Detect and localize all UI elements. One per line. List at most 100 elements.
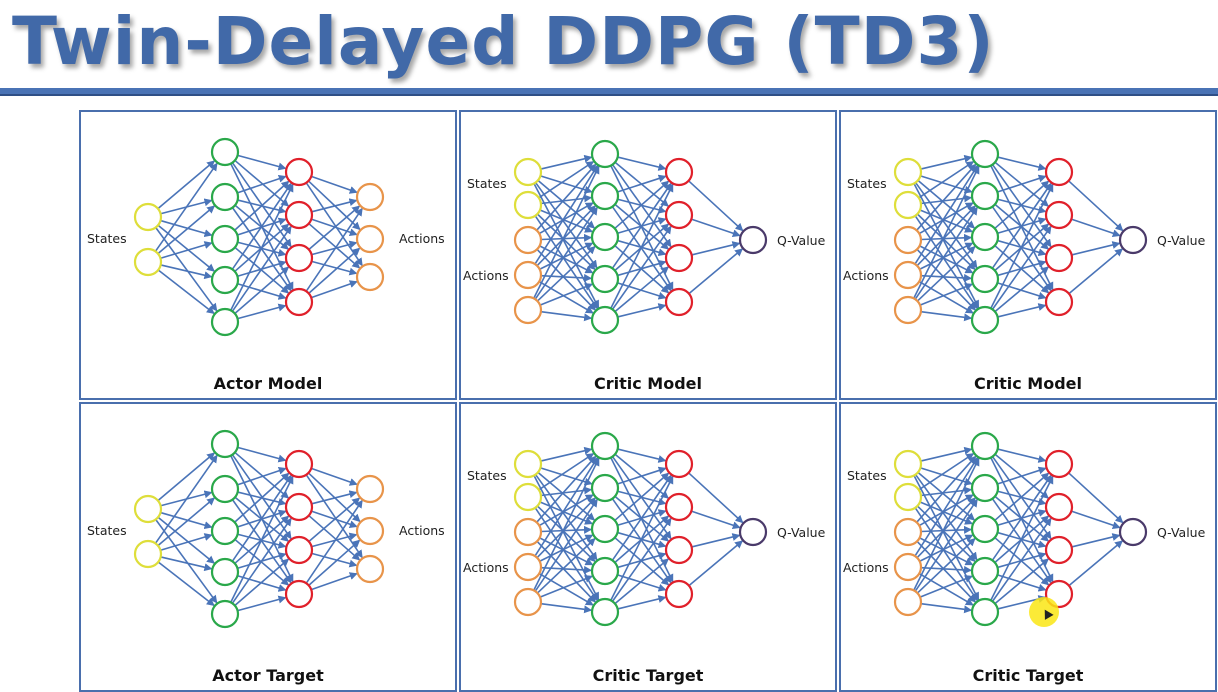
connection-arrow xyxy=(920,525,973,534)
hidden-layer-1-node xyxy=(210,599,240,629)
actions-label: Actions xyxy=(463,560,509,575)
connection-arrow xyxy=(157,224,215,272)
connection-arrow xyxy=(534,474,598,561)
panel-caption: Critic Target xyxy=(592,666,704,685)
hidden-layer-2-node xyxy=(664,157,694,187)
connection-arrow xyxy=(154,454,218,544)
hidden-layer-1-node xyxy=(970,264,1000,294)
hidden-layer-2-node xyxy=(1044,535,1074,565)
q-value-label: Q-Value xyxy=(777,525,826,540)
connection-arrow xyxy=(1071,533,1121,548)
actions-label: Actions xyxy=(399,231,445,246)
connection-arrow xyxy=(307,180,361,231)
connection-arrow xyxy=(311,510,358,529)
connection-arrow xyxy=(688,180,744,232)
connection-arrow xyxy=(617,303,667,318)
state-input-node xyxy=(893,449,923,479)
connection-arrow xyxy=(539,537,594,566)
connection-arrow xyxy=(308,539,361,586)
connection-arrow xyxy=(234,180,290,231)
hidden-layer-1-node xyxy=(210,224,240,254)
connection-arrow xyxy=(540,154,593,170)
connection-arrow xyxy=(918,161,975,199)
connection-arrow xyxy=(237,466,287,486)
connection-arrow xyxy=(916,497,976,559)
hidden-layer-2-node xyxy=(284,449,314,479)
connection-arrow xyxy=(311,240,358,256)
hidden-layer-1-node xyxy=(590,597,620,627)
connection-arrow xyxy=(534,215,598,310)
connection-arrow xyxy=(916,163,977,231)
connection-arrow xyxy=(918,572,974,606)
hidden-layer-1-node xyxy=(210,182,240,212)
action-output-node xyxy=(355,516,385,546)
connection-arrow xyxy=(540,565,593,574)
connection-arrow xyxy=(990,475,1054,601)
state-node xyxy=(133,247,163,277)
hidden-layer-1-node xyxy=(970,473,1000,503)
connection-arrow xyxy=(305,207,363,292)
action-output-node xyxy=(355,554,385,584)
state-input-node xyxy=(893,157,923,187)
hidden-layer-2-node xyxy=(1044,449,1074,479)
connection-arrow xyxy=(997,156,1047,171)
action-output-node xyxy=(355,224,385,254)
connection-arrow xyxy=(997,174,1047,193)
hidden-layer-1-node xyxy=(210,516,240,546)
state-input-node xyxy=(893,482,923,512)
connection-arrow xyxy=(230,183,294,311)
connection-arrow xyxy=(610,183,674,309)
panel-caption: Critic Model xyxy=(973,374,1082,393)
action-input-node xyxy=(893,295,923,325)
connection-arrow xyxy=(160,241,213,260)
connection-arrow xyxy=(536,537,596,594)
connection-arrow xyxy=(614,472,670,522)
hidden-layer-2-node xyxy=(664,579,694,609)
connection-arrow xyxy=(691,218,741,238)
connection-arrow xyxy=(157,452,216,502)
states-label: States xyxy=(87,523,127,538)
connection-arrow xyxy=(155,227,218,312)
connection-arrow xyxy=(310,175,358,194)
connection-arrow xyxy=(991,517,1052,602)
panel-caption: Critic Model xyxy=(593,374,702,393)
action-input-node xyxy=(513,295,543,325)
hidden-layer-1-node xyxy=(590,139,620,169)
hidden-layer-1-node xyxy=(590,473,620,503)
hidden-layer-2-node xyxy=(1044,287,1074,317)
hidden-layer-2-node xyxy=(284,535,314,565)
connection-arrow xyxy=(157,516,215,564)
cursor-highlight xyxy=(1029,597,1059,627)
connection-arrow xyxy=(919,242,974,270)
connection-arrow xyxy=(991,225,1052,310)
connection-arrow xyxy=(533,165,600,299)
connection-arrow xyxy=(611,182,672,269)
action-input-node xyxy=(513,587,543,617)
connection-arrow xyxy=(920,565,973,574)
connection-arrow xyxy=(914,498,978,592)
connection-arrow xyxy=(914,474,978,561)
connection-arrow xyxy=(914,215,978,310)
connection-arrow xyxy=(917,471,976,521)
connection-arrow xyxy=(913,457,980,591)
connection-arrow xyxy=(691,510,741,530)
connection-arrow xyxy=(157,497,216,547)
actions-label: Actions xyxy=(463,268,509,283)
connection-arrow xyxy=(540,273,593,282)
connection-arrow xyxy=(234,472,290,523)
connection-arrow xyxy=(160,556,213,572)
connection-arrow xyxy=(538,572,594,606)
connection-arrow xyxy=(234,558,290,607)
connection-arrow xyxy=(617,448,667,463)
connection-arrow xyxy=(916,205,976,267)
connection-arrow xyxy=(308,497,361,543)
connection-arrow xyxy=(310,467,358,486)
connection-arrow xyxy=(918,280,974,314)
connection-arrow xyxy=(234,451,290,499)
hidden-layer-2-node xyxy=(284,492,314,522)
hidden-layer-1-node xyxy=(590,305,620,335)
connection-arrow xyxy=(237,303,287,320)
connection-arrow xyxy=(540,310,593,322)
